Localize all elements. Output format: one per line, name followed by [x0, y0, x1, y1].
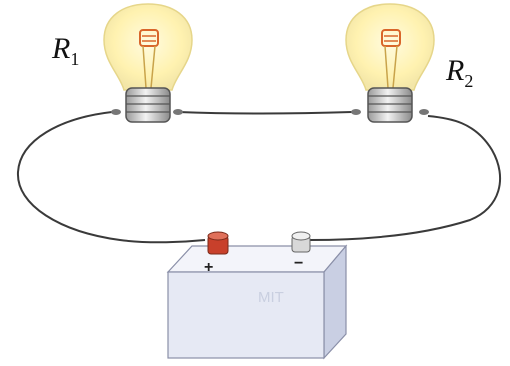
label-r1: R1: [51, 32, 79, 69]
positive-terminal: [207, 231, 229, 255]
label-r2-sub: 2: [464, 71, 473, 91]
label-r2-main: R: [445, 54, 464, 87]
bulb-r2-contact-left: [351, 109, 361, 115]
bulb-r2-contact-right: [419, 109, 429, 115]
bulb-r1-filament-coil: [142, 35, 156, 42]
negative-terminal: [291, 231, 311, 253]
label-r1-main: R: [51, 32, 70, 65]
bulb-r1-contact-left: [111, 109, 121, 115]
light-bulb-r2: [345, 3, 435, 123]
bulb-r2-stem: [384, 45, 398, 89]
bulb-r1-filament: [139, 29, 159, 47]
negative-sign: −: [294, 255, 303, 272]
battery-brand: MIT: [258, 289, 284, 306]
light-bulb-r1: [103, 3, 193, 123]
positive-sign: +: [204, 259, 213, 276]
bulb-r2-base: [367, 87, 413, 123]
label-r2: R2: [445, 54, 473, 91]
battery: MIT + −: [166, 231, 348, 360]
bulb-r1-stem: [142, 45, 156, 89]
battery-top-face: [166, 245, 348, 273]
battery-front-face: [167, 271, 325, 359]
circuit-wire: [16, 111, 501, 244]
label-r1-sub: 1: [70, 49, 79, 69]
bulb-r2-threads: [368, 95, 412, 113]
bulb-r1-threads: [126, 95, 170, 113]
bulb-r1-contact-right: [173, 109, 183, 115]
bulb-r1-base: [125, 87, 171, 123]
bulb-r2-filament-coil: [384, 35, 398, 42]
bulb-r2-filament: [381, 29, 401, 47]
